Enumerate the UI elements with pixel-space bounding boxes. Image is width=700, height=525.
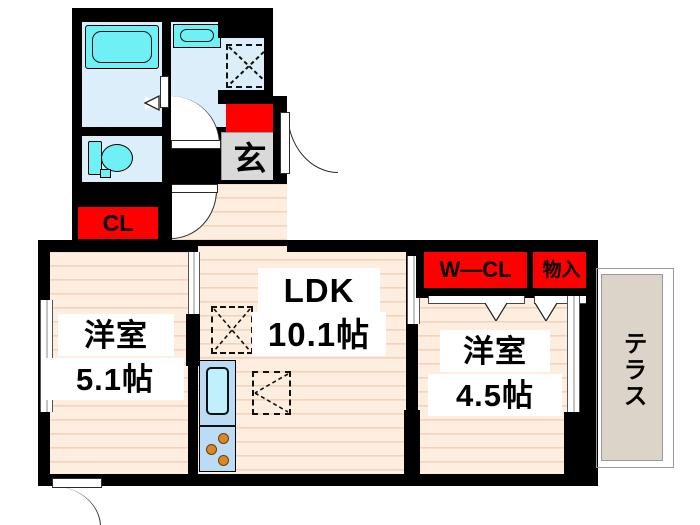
wall-room-left-ldk-stub — [186, 314, 200, 366]
toilet-lever — [100, 169, 111, 178]
toilet-door-leaf[interactable] — [171, 184, 218, 193]
wall-upper-wing-right — [264, 8, 273, 104]
room-right-size-label: 4.5帖 — [428, 374, 562, 416]
closet-wcl-door-strip[interactable] — [428, 296, 525, 304]
room-left-sliding-door[interactable] — [188, 252, 200, 314]
room-right-name-label: 洋室 — [440, 330, 550, 372]
storage-open-chevron — [534, 303, 558, 321]
wall-ldk-top-right — [287, 240, 408, 252]
toilet-bowl — [101, 144, 133, 172]
stove-burner-3 — [218, 455, 229, 466]
genkan-label: 玄 — [233, 139, 267, 177]
ldk-marker-square-upper — [211, 306, 253, 354]
closet-wcl-label: W—CL — [439, 257, 512, 282]
room-left-size-label: 5.1帖 — [46, 358, 184, 400]
bathtub-inner — [92, 31, 152, 63]
wall-room-right-stub-bottom — [564, 412, 580, 474]
closet-wcl-open-chevron — [484, 303, 508, 321]
entrance-door-arc[interactable] — [287, 112, 338, 173]
wall-bath-toilet-divider — [72, 127, 172, 136]
room-left-exit-door-leaf[interactable] — [52, 478, 102, 488]
wall-terrace-inner — [586, 240, 598, 486]
storage-monoire[interactable] — [533, 252, 590, 288]
entrance-door-leaf[interactable] — [280, 112, 290, 174]
kitchen-sink — [206, 367, 229, 415]
bathroom-door-leaf[interactable] — [160, 76, 169, 108]
bathroom-door-pull-outline — [144, 94, 160, 112]
wall-washer-bay-bottom — [218, 90, 273, 104]
washroom-door-leaf[interactable] — [171, 140, 221, 149]
terrace-railing — [596, 268, 674, 468]
room-left-exit-door-arc[interactable] — [52, 486, 101, 525]
closet-cl-label: CL — [102, 209, 134, 236]
ldk-marker-square-lower — [252, 371, 291, 415]
ldk-size-label: 10.1帖 — [252, 312, 386, 356]
room-left-name-label: 洋室 — [58, 314, 174, 356]
kitchen-counter-divider — [199, 425, 236, 427]
shoe-closet[interactable] — [226, 104, 273, 132]
terrace-sliding-door[interactable] — [567, 296, 580, 412]
wall-ldk-room-right-stub — [404, 410, 420, 474]
closet-cl[interactable] — [78, 207, 158, 239]
wall-ldk-top-left — [188, 240, 198, 250]
closet-wcl[interactable] — [424, 252, 527, 288]
terrace-floor — [601, 274, 663, 461]
stove-burner-2 — [206, 444, 217, 455]
terrace-label: テラス — [619, 331, 646, 409]
storage-monoire-label: 物入 — [542, 259, 581, 281]
ldk-name-label: LDK — [258, 268, 380, 312]
stove-burner-1 — [218, 433, 229, 444]
wall-washer-bay-top — [218, 8, 273, 38]
vanity-basin — [180, 29, 214, 42]
genkan-floor — [221, 132, 279, 184]
